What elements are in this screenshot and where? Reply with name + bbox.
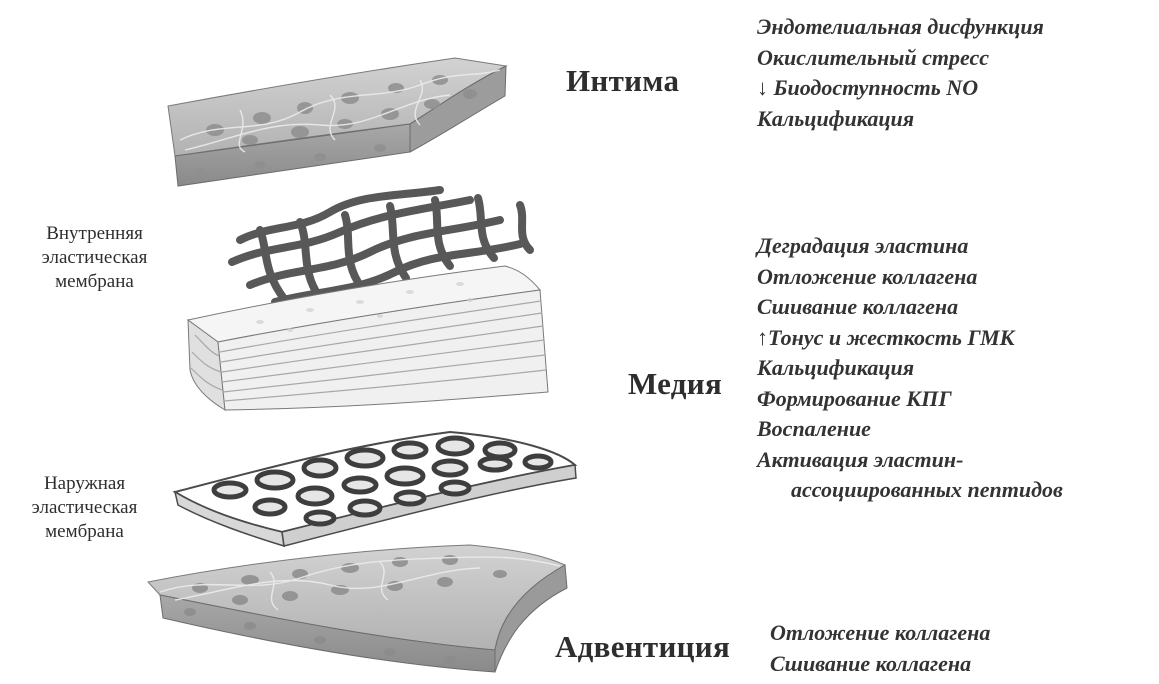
intima-effects-list: Эндотелиальная дисфункция Окислительный … <box>757 12 1044 134</box>
intima-effect: ↓ Биодоступность NO <box>757 73 1044 104</box>
internal-membrane-label-line-3: мембрана <box>12 270 177 294</box>
media-effect: Отложение коллагена <box>757 262 1063 293</box>
internal-membrane-label-line-2: эластическая <box>12 246 177 270</box>
intima-label: Интима <box>566 63 679 99</box>
external-membrane-label-line-3: мембрана <box>2 520 167 544</box>
adventitia-layer <box>148 545 567 672</box>
intima-effect: Окислительный стресс <box>757 43 1044 74</box>
media-layer <box>188 266 548 410</box>
media-effect: ассоциированных пептидов <box>757 475 1063 506</box>
media-effect: Активация эластин- <box>757 445 1063 476</box>
internal-membrane-label: Внутренняя эластическая мембрана <box>12 222 177 294</box>
adventitia-effect: Сшивание коллагена <box>770 649 990 680</box>
media-effect: Воспаление <box>757 414 1063 445</box>
media-effect: ↑Тонус и жесткость ГМК <box>757 323 1063 354</box>
external-membrane-label: Наружная эластическая мембрана <box>2 472 167 544</box>
adventitia-effects-list: Отложение коллагена Сшивание коллагена <box>770 618 990 679</box>
external-membrane-label-line-1: Наружная <box>2 472 167 496</box>
intima-effect: Кальцификация <box>757 104 1044 135</box>
intima-layer <box>168 58 506 186</box>
adventitia-label: Адвентиция <box>555 629 730 665</box>
external-elastic-membrane <box>175 432 576 546</box>
media-effect: Кальцификация <box>757 353 1063 384</box>
internal-membrane-label-line-1: Внутренняя <box>12 222 177 246</box>
media-effects-list: Деградация эластина Отложение коллагена … <box>757 231 1063 506</box>
adventitia-effect: Отложение коллагена <box>770 618 990 649</box>
media-effect: Деградация эластина <box>757 231 1063 262</box>
intima-effect: Эндотелиальная дисфункция <box>757 12 1044 43</box>
external-membrane-label-line-2: эластическая <box>2 496 167 520</box>
media-effect: Формирование КПГ <box>757 384 1063 415</box>
media-effect: Сшивание коллагена <box>757 292 1063 323</box>
media-label: Медия <box>628 366 722 402</box>
